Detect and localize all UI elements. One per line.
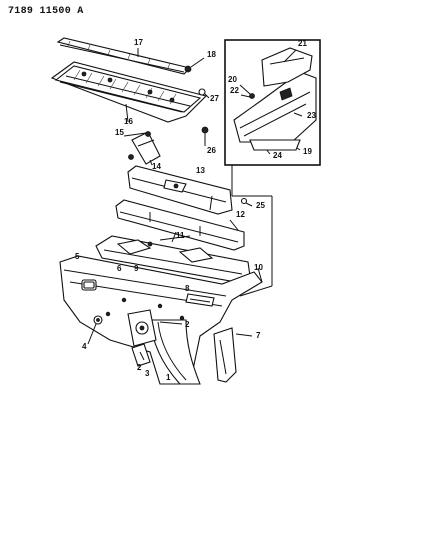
- callout-c10: 10: [254, 263, 263, 272]
- callout-c20: 20: [228, 75, 237, 84]
- callout-c24: 24: [273, 151, 282, 160]
- callout-c15: 15: [115, 128, 124, 137]
- callout-c22: 22: [230, 86, 239, 95]
- callout-c13: 13: [196, 166, 205, 175]
- nut-part-27: [198, 88, 210, 99]
- inset-detail-box: [224, 39, 321, 166]
- brace-part-2: [127, 309, 183, 347]
- callout-c8: 8: [185, 284, 190, 293]
- callout-c7: 7: [256, 331, 261, 340]
- callout-c18: 18: [207, 50, 216, 59]
- callout-c19: 19: [303, 147, 312, 156]
- callout-c17: 17: [134, 38, 143, 47]
- bracket-part-14: [123, 131, 161, 166]
- callout-c1: 1: [166, 373, 171, 382]
- pillar-reinforcement-part-7: [213, 327, 253, 383]
- callout-c9: 9: [134, 264, 139, 273]
- inset-leader-lines: [231, 165, 273, 297]
- callout-c4: 4: [82, 342, 87, 351]
- cowl-top-panel-part-16: [50, 61, 208, 123]
- callout-c3: 3: [145, 369, 150, 378]
- callout-c2b: 2: [137, 363, 142, 372]
- screw-part-26: [201, 126, 209, 146]
- callout-c23: 23: [307, 111, 316, 120]
- callout-c26: 26: [207, 146, 216, 155]
- cowl-upper-panel-part-13: [127, 165, 233, 215]
- callout-c21: 21: [298, 39, 307, 48]
- callout-c5: 5: [75, 252, 80, 261]
- clip-part-18: [184, 57, 205, 73]
- callout-c25: 25: [256, 201, 265, 210]
- fastener-part-4: [87, 315, 103, 345]
- diagram-reference-number: 7189 11500 A: [8, 6, 84, 17]
- cowl-lower-panel-part-12: [115, 199, 245, 251]
- callout-c2a: 2: [185, 320, 190, 329]
- callout-c12: 12: [236, 210, 245, 219]
- plenum-tray-part-9: [95, 231, 251, 283]
- callout-c11: 11: [176, 231, 185, 240]
- bracket-part-3: [131, 343, 151, 367]
- insulator-part-8: [185, 293, 215, 307]
- callout-c6: 6: [117, 264, 122, 273]
- screw-part-25: [240, 197, 253, 207]
- callout-c27: 27: [210, 94, 219, 103]
- callout-c14: 14: [152, 162, 161, 171]
- callout-c16: 16: [124, 117, 133, 126]
